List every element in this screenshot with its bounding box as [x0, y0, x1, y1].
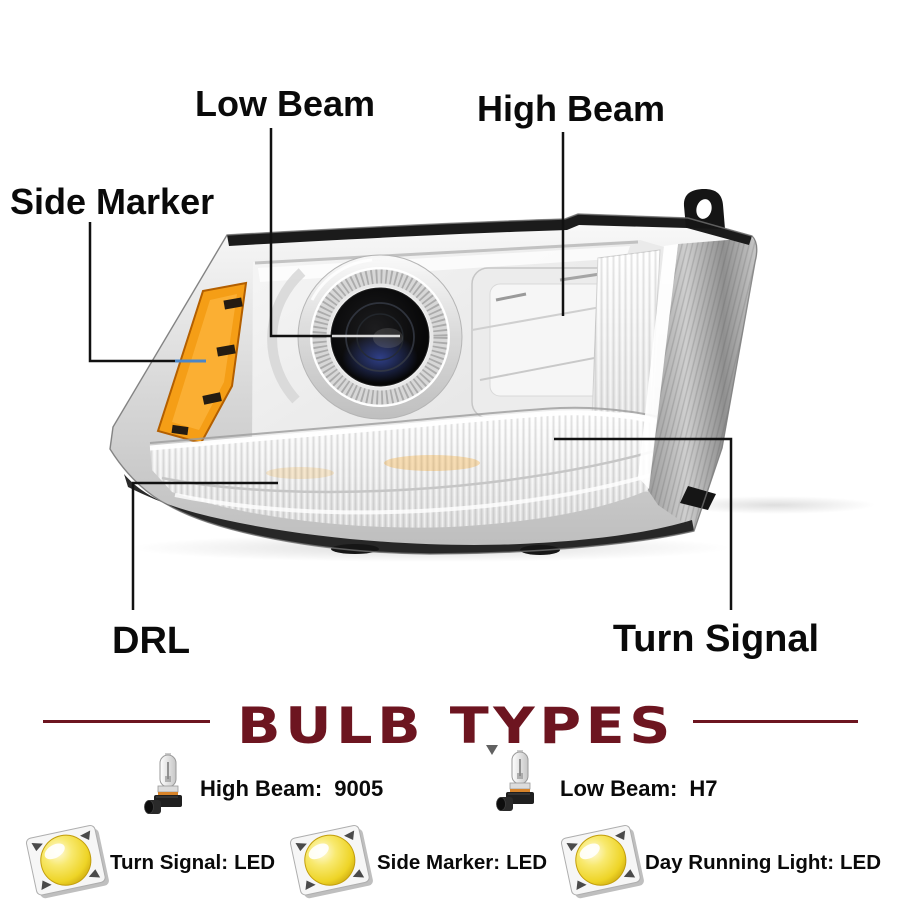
led-chip-icon: [560, 823, 646, 900]
halogen-bulb-icon: [143, 752, 183, 815]
title-artifact-mark: [486, 745, 498, 755]
side-marker-leader-line: [88, 222, 175, 363]
drl-top-edge-line: [149, 406, 689, 444]
legend-low-beam: Low Beam:H7: [560, 776, 717, 801]
low-beam-label: Low Beam: [195, 83, 375, 124]
section-title: BULB TYPES: [43, 697, 858, 755]
drl-amber-reflection: [384, 455, 480, 471]
drl-label: DRL: [112, 620, 190, 662]
bezel-highlight: [310, 258, 373, 301]
housing-outline: [109, 213, 758, 555]
halogen-bulb-icon: [495, 749, 535, 812]
legend-high-beam: High Beam:9005: [200, 776, 383, 801]
callout-turn-signal: Turn Signal: [554, 437, 819, 660]
chrome-arc: [267, 268, 306, 404]
legend-side-marker: Side Marker:LED: [377, 851, 547, 874]
drl-top-ridge: [149, 410, 689, 451]
end-cap-texture: [648, 238, 757, 530]
lens-smudge: [373, 328, 403, 348]
title-rule-left: [43, 720, 210, 723]
lens-blue-glow: [342, 333, 418, 383]
low-beam-leader-line: [269, 128, 332, 338]
drl-leader-line: [131, 481, 278, 610]
callout-side-marker: Side Marker: [10, 181, 214, 363]
marker-clip: [171, 424, 189, 436]
callout-low-beam: Low Beam: [195, 83, 400, 338]
drop-shadow-right: [675, 496, 875, 514]
reflector-top-shadow: [254, 240, 639, 265]
callout-high-beam: High Beam: [477, 88, 665, 316]
legend-turn-signal: Turn Signal:LED: [110, 851, 275, 874]
title-rule-right: [693, 720, 858, 723]
led-chip-icon: [25, 823, 111, 900]
end-cap-white-stripe: [638, 244, 678, 489]
drl-amber-reflection: [266, 467, 334, 479]
facet-accent: [559, 272, 601, 282]
bulb-legend: High Beam:9005 Low Beam:H7 Turn Signal:L…: [25, 749, 881, 900]
headlight-illustration: [109, 189, 875, 562]
marker-clip: [202, 392, 222, 405]
mounting-tab-hole: [696, 199, 712, 219]
side-marker-label: Side Marker: [10, 181, 214, 222]
bottom-trim: [124, 474, 694, 554]
led-chip-icon: [289, 823, 375, 900]
high-beam-label: High Beam: [477, 88, 665, 129]
turn-signal-label: Turn Signal: [613, 618, 819, 660]
callout-drl: DRL: [112, 481, 278, 662]
marker-clip: [223, 297, 243, 310]
drl-seam: [161, 444, 673, 494]
facet-accent: [495, 292, 527, 302]
section-title-text: BULB TYPES: [237, 697, 675, 755]
marker-clip: [216, 344, 236, 357]
drl-bottom-gleam: [174, 468, 669, 515]
top-gasket-strip: [227, 214, 752, 246]
turn-signal-leader-line: [554, 437, 733, 610]
legend-day-running-light: Day Running Light:LED: [645, 851, 881, 874]
